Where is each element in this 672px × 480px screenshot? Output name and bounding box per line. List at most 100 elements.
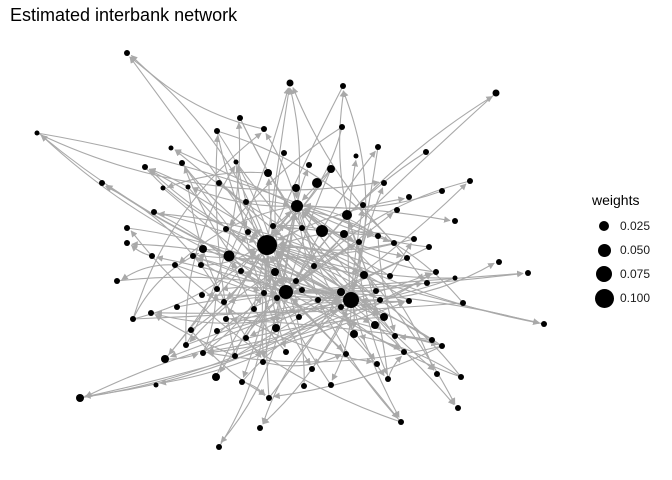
- bank-node: [353, 153, 359, 159]
- network-edge: [164, 352, 199, 360]
- bank-node: [492, 89, 500, 97]
- bank-node: [337, 288, 345, 296]
- bank-node: [496, 259, 502, 265]
- bank-node: [223, 316, 229, 322]
- bank-node: [161, 355, 169, 363]
- bank-node: [142, 164, 148, 170]
- bank-node: [327, 165, 335, 173]
- bank-node: [343, 351, 349, 357]
- edge-layer: [36, 54, 545, 448]
- bank-node: [291, 200, 303, 212]
- bank-node: [237, 115, 243, 121]
- chart-title: Estimated interbank network: [10, 5, 238, 25]
- bank-node: [251, 306, 257, 312]
- network-edge: [235, 161, 276, 323]
- network-edge: [301, 211, 396, 337]
- network-edge: [377, 235, 396, 332]
- bank-node: [316, 225, 328, 237]
- bank-node: [434, 371, 440, 377]
- network-edge: [202, 293, 220, 354]
- network-edge: [272, 224, 355, 242]
- bank-node: [426, 244, 432, 250]
- network-edge: [132, 252, 200, 320]
- network-edge: [265, 133, 298, 207]
- bank-node: [394, 207, 400, 213]
- bank-node: [286, 79, 294, 87]
- bank-node: [264, 169, 272, 177]
- bank-node: [311, 263, 317, 269]
- network-edge: [131, 241, 352, 301]
- bank-node: [243, 199, 249, 205]
- bank-node: [299, 287, 305, 293]
- bank-node: [338, 304, 344, 310]
- bank-node: [398, 419, 404, 425]
- network-edge: [79, 301, 405, 399]
- bank-node: [160, 185, 166, 191]
- bank-node: [261, 126, 267, 132]
- bank-node: [271, 268, 279, 276]
- network-edge: [303, 208, 437, 273]
- bank-node: [272, 324, 280, 332]
- bank-node: [525, 270, 531, 276]
- legend-item: 0.075: [592, 262, 650, 286]
- network-edge: [271, 85, 344, 235]
- bank-node: [188, 327, 194, 333]
- bank-node: [190, 253, 196, 259]
- bank-node: [214, 286, 220, 292]
- bank-node: [455, 405, 461, 411]
- bank-node: [124, 225, 130, 231]
- network-edge: [149, 168, 365, 276]
- bank-node: [200, 350, 206, 356]
- bank-node: [216, 180, 222, 186]
- network-edge: [216, 130, 248, 228]
- bank-node: [374, 361, 380, 367]
- bank-node: [151, 209, 157, 215]
- bank-node: [387, 273, 393, 279]
- bank-node: [328, 382, 334, 388]
- bank-node: [266, 395, 272, 401]
- bank-node: [257, 425, 263, 431]
- network-edge: [241, 381, 266, 396]
- network-edge: [158, 210, 410, 302]
- bank-node: [223, 226, 229, 232]
- network-edge: [132, 250, 257, 320]
- network-edge: [347, 221, 389, 380]
- bank-node: [371, 321, 379, 329]
- network-edge: [320, 303, 402, 423]
- network-edge: [166, 171, 269, 189]
- legend-dot: [599, 221, 609, 231]
- bank-node: [375, 144, 381, 150]
- network-edge: [40, 134, 352, 301]
- bank-node: [283, 349, 289, 355]
- bank-node: [541, 321, 547, 327]
- bank-node: [260, 359, 266, 365]
- network-edge: [155, 302, 464, 317]
- network-edge: [215, 296, 262, 378]
- bank-node: [124, 240, 130, 246]
- bank-node: [356, 239, 362, 245]
- network-edge: [241, 309, 338, 383]
- network-edge: [399, 333, 443, 347]
- bank-node: [153, 382, 159, 388]
- bank-node: [423, 149, 429, 155]
- bank-node: [392, 333, 398, 339]
- network-edge: [130, 54, 265, 130]
- bank-node: [406, 298, 412, 304]
- network-edge: [292, 92, 497, 287]
- bank-node: [401, 349, 407, 355]
- network-edge: [389, 242, 412, 277]
- bank-node: [257, 235, 277, 255]
- network-edge: [276, 251, 462, 378]
- bank-node: [34, 130, 40, 136]
- network-edge: [132, 298, 405, 320]
- bank-node: [309, 366, 315, 372]
- bank-node: [261, 290, 267, 296]
- bank-node: [199, 245, 207, 253]
- bank-node: [243, 335, 249, 341]
- legend-dot: [597, 243, 611, 257]
- network-edge: [296, 205, 319, 296]
- network-edge: [84, 299, 352, 399]
- bank-node: [223, 250, 235, 262]
- bank-node: [183, 342, 189, 348]
